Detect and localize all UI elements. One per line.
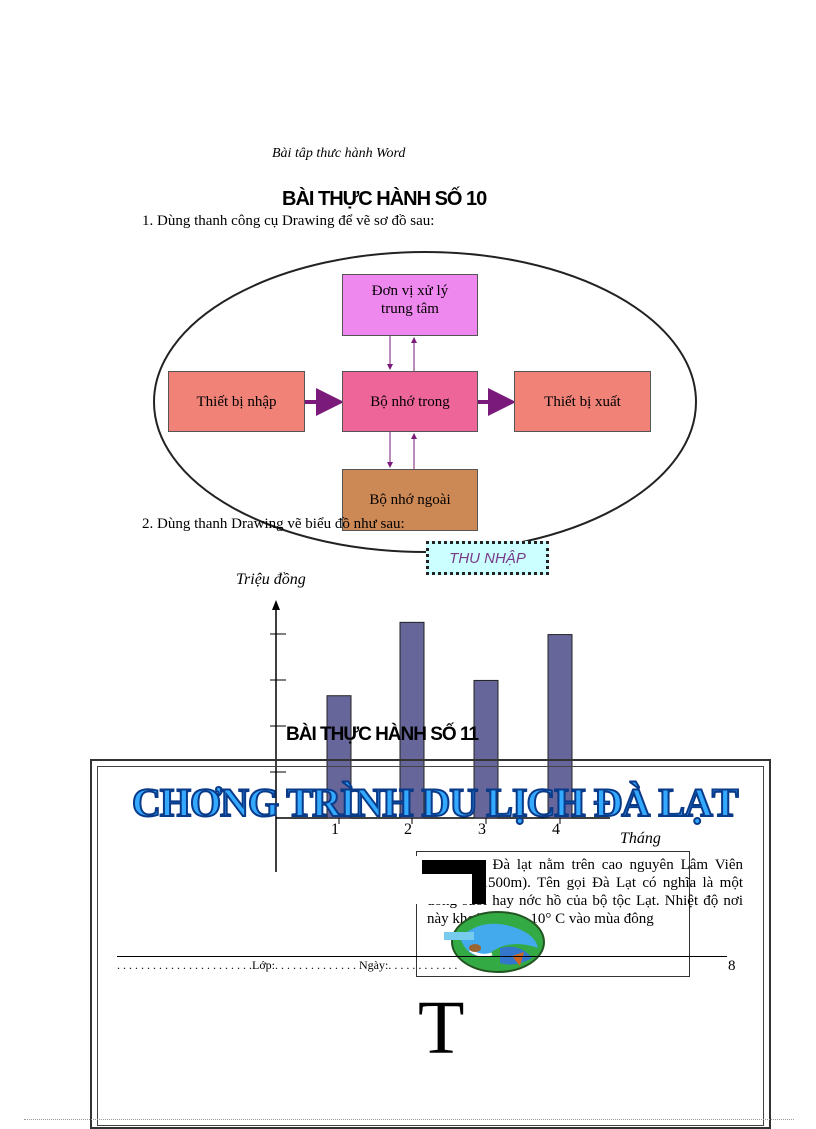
memory-label: Bộ nhớ trong <box>370 393 450 410</box>
external-memory-box: Bộ nhớ ngoài <box>342 469 478 531</box>
x-tick-label: 4 <box>552 821 560 838</box>
bar-month-2 <box>399 621 425 819</box>
output-device-box: Thiết bị xuất <box>514 371 651 432</box>
chart-y-label: Triệu đồng <box>236 571 306 588</box>
bar-month-1 <box>326 695 352 819</box>
instruction-1: 1. Dùng thanh công cụ Drawing để vẽ sơ đ… <box>142 213 435 229</box>
diagram-ellipse <box>153 251 697 553</box>
chart-title: THU NHẬP <box>426 541 549 575</box>
running-header: Bài tâp thưc hành Word <box>272 146 406 161</box>
x-tick-label: 2 <box>404 821 412 838</box>
input-label: Thiết bị nhập <box>196 393 277 410</box>
input-device-box: Thiết bị nhập <box>168 371 305 432</box>
page-frame-inner <box>97 766 764 1126</box>
wordart-title: CHƠNG TRÌNH DU LỊCH ĐÀ LẠT <box>131 779 740 826</box>
cpu-label-line2: trung tâm <box>381 301 439 317</box>
footer-fields: . . . . . . . . . . . . . . . . . . . . … <box>117 958 458 972</box>
page-frame-outer <box>90 759 771 1129</box>
exercise-10-title: BÀI THỰC HÀNH SỐ 10 <box>282 188 487 210</box>
output-label: Thiết bị xuất <box>544 393 621 410</box>
chart-x-label: Tháng <box>620 830 661 847</box>
instruction-2: 2. Dùng thanh Drawing vẽ biểu đồ như sau… <box>142 516 405 532</box>
diagram-connectors <box>153 251 697 553</box>
income-chart: 1 2 3 4 <box>270 600 610 872</box>
globe-clipart-icon <box>444 911 545 973</box>
bar-month-3 <box>473 679 499 819</box>
large-letter-t: T <box>418 986 465 1070</box>
dropcap-letter-t <box>414 856 486 904</box>
x-tick-label: 3 <box>478 821 486 838</box>
footer-rule <box>117 956 727 957</box>
y-axis-arrow <box>272 600 280 610</box>
external-label: Bộ nhớ ngoài <box>369 492 451 508</box>
page-bottom-edge <box>24 1119 794 1120</box>
cpu-box: Đơn vị xử lý trung tâm <box>342 274 478 336</box>
cpu-label-line1: Đơn vị xử lý <box>371 283 449 299</box>
bar-month-4 <box>547 634 573 819</box>
exercise-11-title: BÀI THỰC HÀNH SỐ 11 <box>286 724 479 745</box>
x-tick-label: 1 <box>331 821 339 838</box>
memory-box: Bộ nhớ trong <box>342 371 478 432</box>
page-number: 8 <box>728 958 736 974</box>
